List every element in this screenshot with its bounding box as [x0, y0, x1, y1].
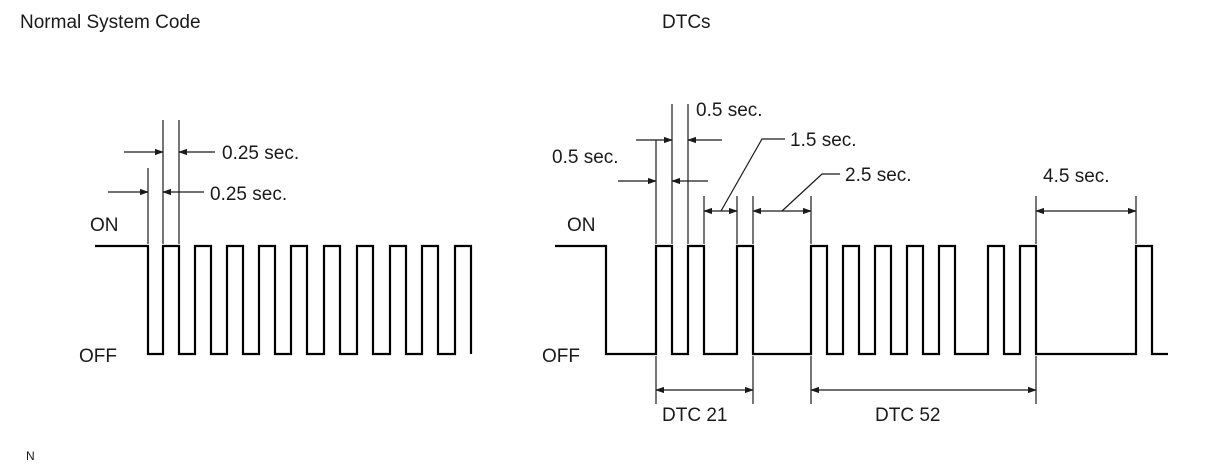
dtc-dim-25-leader	[781, 173, 840, 212]
dtcs-title: DTCs	[662, 12, 711, 33]
left-dim-bottom-label: 0.25 sec.	[210, 184, 287, 205]
left-on-label: ON	[90, 215, 119, 236]
right-off-label: OFF	[542, 346, 580, 367]
dtc21-label: DTC 21	[662, 405, 727, 426]
dtc-dim-45-label: 4.5 sec.	[1043, 166, 1110, 187]
right-on-label: ON	[567, 215, 596, 236]
left-dim-top-label: 0.25 sec.	[222, 143, 299, 164]
dtc-pulse-waveform	[555, 244, 1168, 356]
left-pulse-waveform	[95, 244, 473, 356]
dtc-dim-05-top-label: 0.5 sec.	[696, 100, 763, 121]
dtc-dim-15-label: 1.5 sec.	[790, 130, 857, 151]
dtc-dim-15-leader	[720, 138, 785, 212]
dtcs-diagram: ON OFF 0.5 sec. 0.5 sec. 1.5 sec. 2.5 se…	[542, 100, 1168, 426]
dtc-dim-25-label: 2.5 sec.	[845, 165, 912, 186]
footer-mark: N	[26, 449, 35, 463]
dtc52-label: DTC 52	[875, 405, 940, 426]
left-off-label: OFF	[79, 346, 117, 367]
dtc-dim-05-left-label: 0.5 sec.	[552, 147, 619, 168]
normal-system-code-title: Normal System Code	[20, 12, 201, 33]
normal-system-code-diagram: ON OFF 0.25 sec. 0.25 sec.	[79, 120, 473, 367]
